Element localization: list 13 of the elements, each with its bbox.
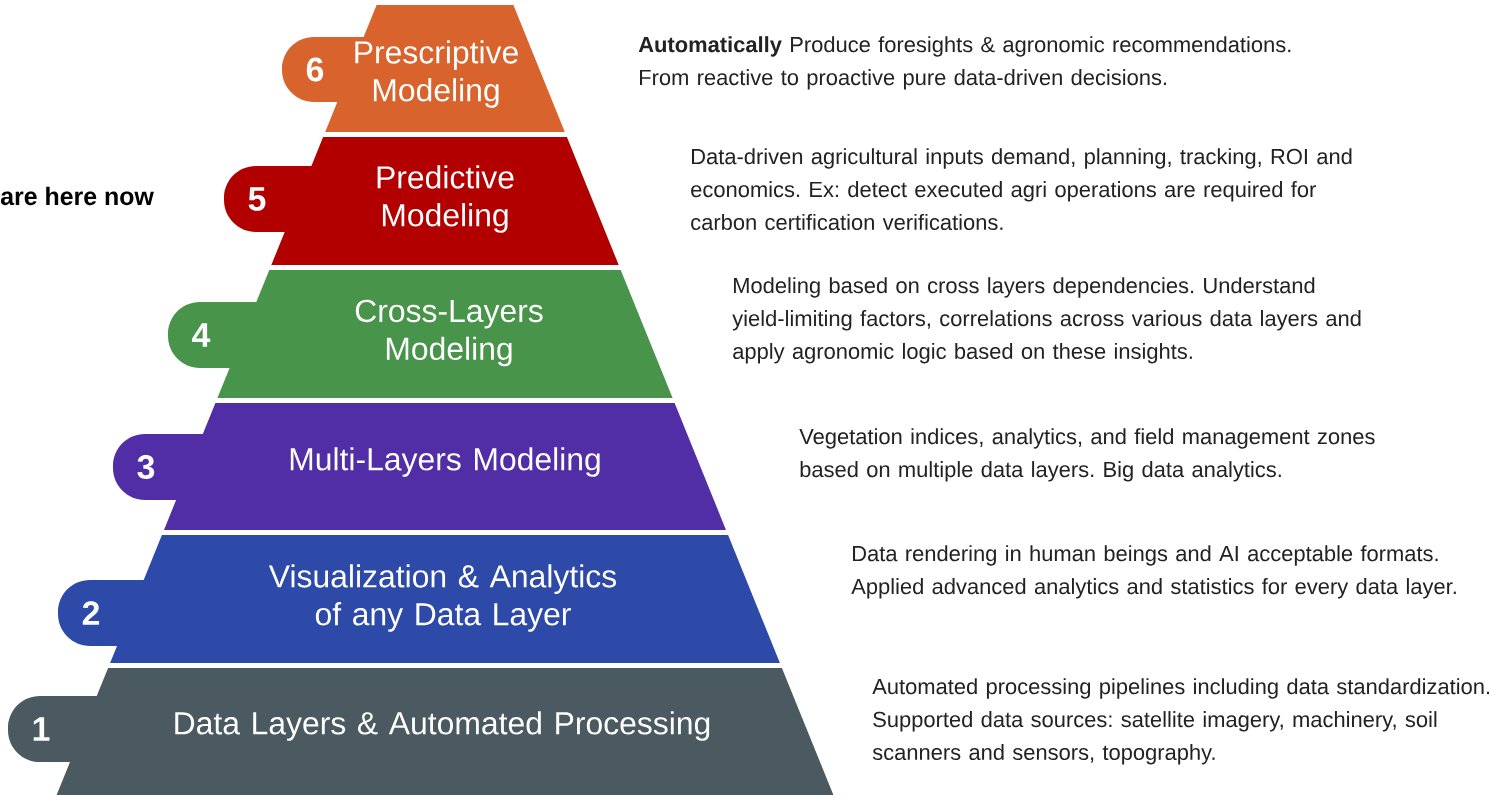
description-text: Data rendering in human beings and AI acceptable formats. Applied advanced analytics and statistics for every data layer. bbox=[851, 545, 1456, 599]
pyramid-layer: 6 Prescriptive Modeling bbox=[282, 5, 565, 132]
pyramid-layer: 1 Data Layers & Automated Processing bbox=[8, 668, 834, 795]
description-text: Automatically Produce foresights & agronomic recommendations. From reactive to proactive pure data-driven decisions. bbox=[638, 36, 1291, 90]
note-text: are here now bbox=[0, 186, 154, 206]
pyramid-layer: 5 Predictive Modeling bbox=[224, 137, 619, 265]
description-text: Modeling based on cross layers dependencies. Understand yield-limiting factors, correlations across various data layers and apply agronomic logic based on these insights. bbox=[732, 277, 1361, 364]
description-text: Data-driven agricultural inputs demand, planning, tracking, ROI and economics. Ex: detect executed agri operations are required for carbon certification verifications. bbox=[691, 148, 1352, 231]
pyramid-layer: 4 Cross-Layers Modeling bbox=[168, 270, 673, 398]
pyramid-layer: 3 Multi-Layers Modeling bbox=[113, 403, 726, 530]
pyramid-layer: 2 Visualization & Analytics of any Data Layer bbox=[58, 535, 780, 663]
description-text: Vegetation indices, analytics, and field management zones based on multiple data layers. Big data analytics. bbox=[799, 428, 1375, 482]
description-text: Automated processing pipelines including data standardization. Supported data sources: satellite imagery, machinery, soil scanners and sensors, topography. bbox=[872, 678, 1490, 765]
